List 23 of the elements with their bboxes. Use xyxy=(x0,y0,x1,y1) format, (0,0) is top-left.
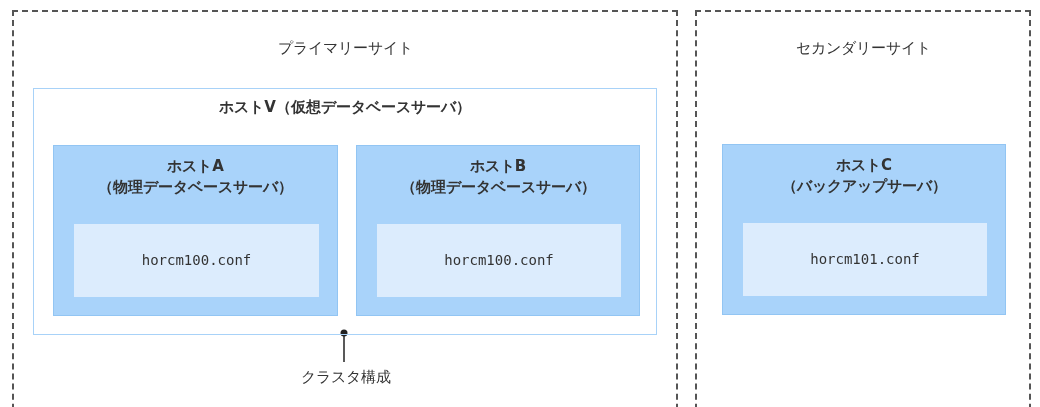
cluster-host-box xyxy=(33,88,657,335)
cluster-label: クラスタ構成 xyxy=(301,366,391,388)
host-role: （物理データベースサーバ） xyxy=(98,177,293,198)
host-role: （バックアップサーバ） xyxy=(781,176,947,197)
file-name: horcm100.conf xyxy=(141,250,252,270)
site-title: セカンダリーサイト xyxy=(795,38,931,59)
host-title: ホストB xyxy=(469,156,527,177)
leader-line xyxy=(340,329,348,363)
site-title: プライマリーサイト xyxy=(277,38,413,59)
config-file-box xyxy=(743,223,987,296)
host-role: （物理データベースサーバ） xyxy=(400,177,596,198)
host-box xyxy=(722,144,1006,315)
host-title: ホストV（仮想データベースサーバ） xyxy=(219,97,471,118)
config-file-box xyxy=(377,224,621,297)
host-box xyxy=(356,145,640,316)
host-title: ホストC xyxy=(836,155,892,176)
host-box xyxy=(53,145,338,316)
host-title: ホストA xyxy=(167,156,224,177)
site-area xyxy=(695,10,1031,407)
config-file-box xyxy=(74,224,319,297)
site-area xyxy=(12,10,678,407)
file-name: horcm100.conf xyxy=(444,250,554,270)
file-name: horcm101.conf xyxy=(810,249,920,269)
